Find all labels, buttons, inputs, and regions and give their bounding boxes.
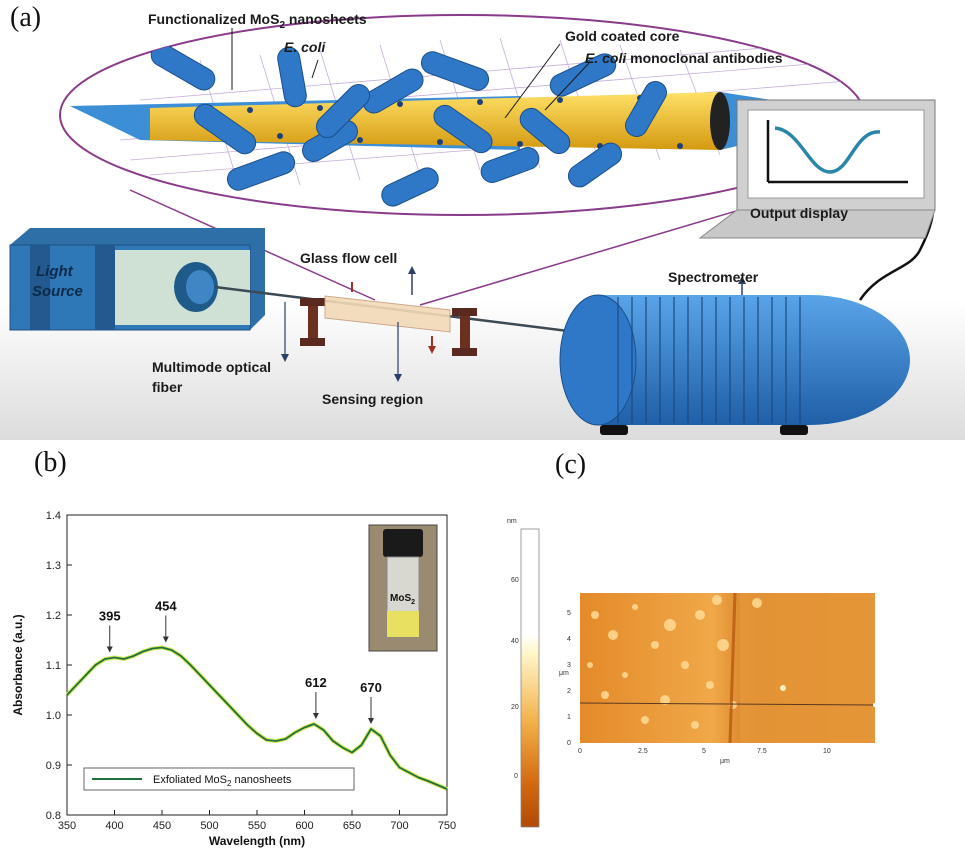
- panel-c-label: (c): [555, 449, 587, 480]
- afm-x-tick-7-5: 7.5: [757, 748, 767, 755]
- colorbar-tick-60: 60: [511, 577, 519, 584]
- inset-label: MoS2: [390, 593, 415, 606]
- x-tick-label: 750: [438, 820, 456, 832]
- peak-label: 612: [305, 675, 327, 690]
- magnified-view: [59, 14, 865, 216]
- label-gold-core: Gold coated core: [565, 28, 680, 44]
- x-tick-label: 400: [105, 820, 123, 832]
- legend: Exfoliated MoS2 nanosheets: [83, 767, 355, 791]
- x-tick-label: 700: [390, 820, 408, 832]
- peak-arrow-head: [368, 718, 374, 724]
- peak-arrow-head: [162, 636, 169, 643]
- peak-label: 395: [99, 609, 121, 624]
- colorbar-unit: nm: [507, 518, 517, 525]
- legend-box: [83, 767, 355, 791]
- y-tick-label: 1.3: [46, 560, 61, 572]
- light-source: Light Source: [9, 228, 265, 331]
- afm-x-tick-0: 0: [578, 748, 582, 755]
- x-axis-title: Wavelength (nm): [209, 834, 305, 848]
- x-tick-label: 450: [153, 820, 171, 832]
- y-axis-title: Absorbance (a.u.): [11, 614, 25, 715]
- colorbar-tick-40: 40: [511, 638, 519, 645]
- absorbance-chart: 350 400 450 500 550 600 650 700 750 0.8 0.9 1.0 1.1 1…: [11, 510, 456, 848]
- label-ecoli-antibodies: E. coli monoclonal antibodies: [585, 50, 783, 66]
- afm-y-tick-0: 0: [567, 740, 571, 747]
- light-label-1: Light: [36, 263, 74, 280]
- label-ecoli: E. coli: [284, 39, 326, 55]
- y-tick-label: 0.9: [46, 760, 61, 772]
- spectrometer: [559, 276, 910, 435]
- label-multimode-1: Multimode optical: [152, 359, 271, 375]
- legend-label: Exfoliated MoS2 nanosheets: [153, 774, 292, 788]
- label-functionalized-mos2: Functionalized MoS2 nanosheets: [148, 11, 367, 31]
- afm-y-tick-2: 2: [567, 688, 571, 695]
- y-tick-label: 0.8: [46, 810, 61, 822]
- afm-x-tick-5: 5: [702, 748, 706, 755]
- label-glass-flow-cell: Glass flow cell: [300, 250, 397, 266]
- colorbar-tick-0: 0: [514, 773, 518, 780]
- x-tick-label: 500: [200, 820, 218, 832]
- peak-label: 670: [360, 680, 382, 695]
- afm-y-tick-4: 4: [567, 636, 571, 643]
- colorbar-tick-20: 20: [511, 704, 519, 711]
- output-display: Output display: [698, 99, 936, 239]
- series-line: [66, 646, 448, 790]
- afm-image: nm 60 40 20 0 5 4 3 2 1 0 μm 0 2.5 5 7.5…: [507, 518, 877, 828]
- afm-y-tick-3: 3: [567, 662, 571, 669]
- label-output-display: Output display: [750, 205, 848, 221]
- x-tick-label: 350: [58, 820, 76, 832]
- x-tick-label: 550: [248, 820, 266, 832]
- peak-arrow-head: [312, 713, 319, 719]
- inset-vial-photo: MoS2: [368, 524, 438, 652]
- afm-x-tick-10: 10: [823, 748, 831, 755]
- peak-label: 454: [155, 599, 177, 614]
- colorbar: [520, 528, 540, 828]
- x-tick-label: 600: [295, 820, 313, 832]
- glass-flow-cell: [300, 266, 477, 356]
- afm-y-tick-5: 5: [567, 610, 571, 617]
- y-tick-label: 1.4: [46, 510, 61, 522]
- y-tick-label: 1.0: [46, 710, 61, 722]
- vial-cap: [383, 529, 423, 557]
- afm-x-unit: μm: [720, 758, 730, 765]
- sensor-setup-diagram: Functionalized MoS2 nanosheets E. coli G…: [0, 11, 965, 440]
- y-tick-label: 1.1: [46, 660, 61, 672]
- afm-map: [579, 592, 877, 744]
- y-tick-label: 1.2: [46, 610, 61, 622]
- panel-a-label: (a): [10, 2, 42, 33]
- x-tick-label: 650: [343, 820, 361, 832]
- vial-liquid: [387, 611, 419, 637]
- label-sensing-region: Sensing region: [322, 391, 423, 407]
- afm-y-tick-1: 1: [567, 714, 571, 721]
- label-multimode-2: fiber: [152, 379, 183, 395]
- panel-b-label: (b): [34, 447, 67, 478]
- light-label-2: Source: [32, 283, 83, 300]
- label-spectrometer: Spectrometer: [668, 269, 759, 285]
- peak-arrow-head: [106, 646, 113, 653]
- afm-x-tick-2-5: 2.5: [638, 748, 648, 755]
- afm-y-unit: μm: [559, 670, 569, 677]
